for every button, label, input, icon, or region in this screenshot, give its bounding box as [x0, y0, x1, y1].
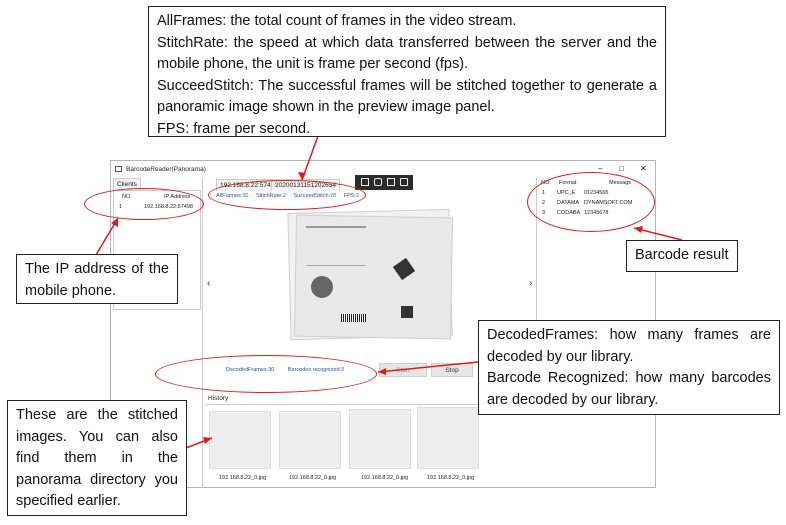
clients-tab[interactable]: Clients	[113, 178, 141, 190]
title-bar: BarcodeReader(Panorama) – □ ✕	[111, 161, 655, 177]
callout-stitched: These are the stitched images. You can a…	[16, 407, 178, 509]
app-icon	[115, 166, 122, 172]
panorama-dial	[311, 276, 333, 298]
stitched-callout: These are the stitched images. You can a…	[7, 400, 187, 516]
maximize-icon[interactable]: □	[619, 164, 624, 173]
barcode	[341, 314, 366, 322]
panorama-text-block	[306, 226, 366, 266]
callout-barcode-recognized: Barcode Recognized: how many barcodes ar…	[487, 370, 771, 408]
preview-toolbar	[355, 175, 413, 190]
stop-button[interactable]: Stop	[431, 363, 473, 377]
history-filename: 192.168.8.22_0.jpg	[361, 475, 409, 481]
connector-line	[301, 135, 319, 181]
save-icon[interactable]	[361, 178, 369, 186]
next-arrow-icon[interactable]: ›	[529, 278, 533, 289]
datamatrix-code	[401, 306, 413, 318]
callout-decodedframes: DecodedFrames: how many frames are decod…	[487, 327, 771, 365]
connector-line	[633, 227, 683, 241]
history-filename: 192.168.8.22_0.jpg	[427, 475, 475, 481]
history-thumb[interactable]	[349, 409, 411, 469]
stats-callout: AllFrames: the total count of frames in …	[148, 6, 666, 137]
export-icon[interactable]	[374, 178, 382, 186]
panorama-preview	[281, 206, 466, 346]
connector-arrow	[378, 368, 386, 375]
callout-succeedstitch: SucceedStitch: The successful frames wil…	[157, 77, 657, 116]
connector-line	[377, 361, 479, 373]
history-thumb[interactable]	[279, 411, 341, 469]
minimize-icon[interactable]: –	[598, 164, 603, 173]
connector-arrow	[298, 172, 306, 180]
callout-barcode: Barcode result	[635, 247, 729, 263]
ip-annotation-ellipse	[84, 188, 204, 220]
history-filename: 192.168.8.22_0.jpg	[289, 475, 337, 481]
decode-annotation-ellipse	[155, 355, 377, 393]
history-filename: 192.168.8.22_0.jpg	[219, 475, 267, 481]
ip-callout: The IP address of the mobile phone.	[16, 254, 178, 304]
callout-stitchrate: StitchRate: the speed at which data tran…	[157, 34, 657, 73]
results-annotation-ellipse	[527, 172, 655, 232]
history-thumb[interactable]	[417, 407, 479, 469]
close-icon[interactable]: ✕	[640, 164, 647, 173]
prev-arrow-icon[interactable]: ‹	[207, 278, 211, 289]
connector-arrow	[634, 226, 643, 233]
history-thumb[interactable]	[209, 411, 271, 469]
barcode-callout: Barcode result	[626, 240, 738, 272]
window-title: BarcodeReader(Panorama)	[126, 166, 206, 173]
stats-annotation-ellipse	[208, 180, 366, 210]
callout-ip: The IP address of the mobile phone.	[25, 261, 169, 299]
callout-fps: FPS: frame per second.	[157, 120, 311, 137]
fit-icon[interactable]	[400, 178, 408, 186]
connector-arrow	[111, 218, 118, 227]
decode-callout: DecodedFrames: how many frames are decod…	[478, 320, 780, 415]
history-label: History	[208, 395, 229, 402]
callout-allframes: AllFrames: the total count of frames in …	[157, 13, 517, 29]
history-strip: 192.168.8.22_0.jpg 192.168.8.22_0.jpg 19…	[205, 404, 655, 488]
crop-icon[interactable]	[387, 178, 395, 186]
connector-arrow	[203, 437, 212, 444]
